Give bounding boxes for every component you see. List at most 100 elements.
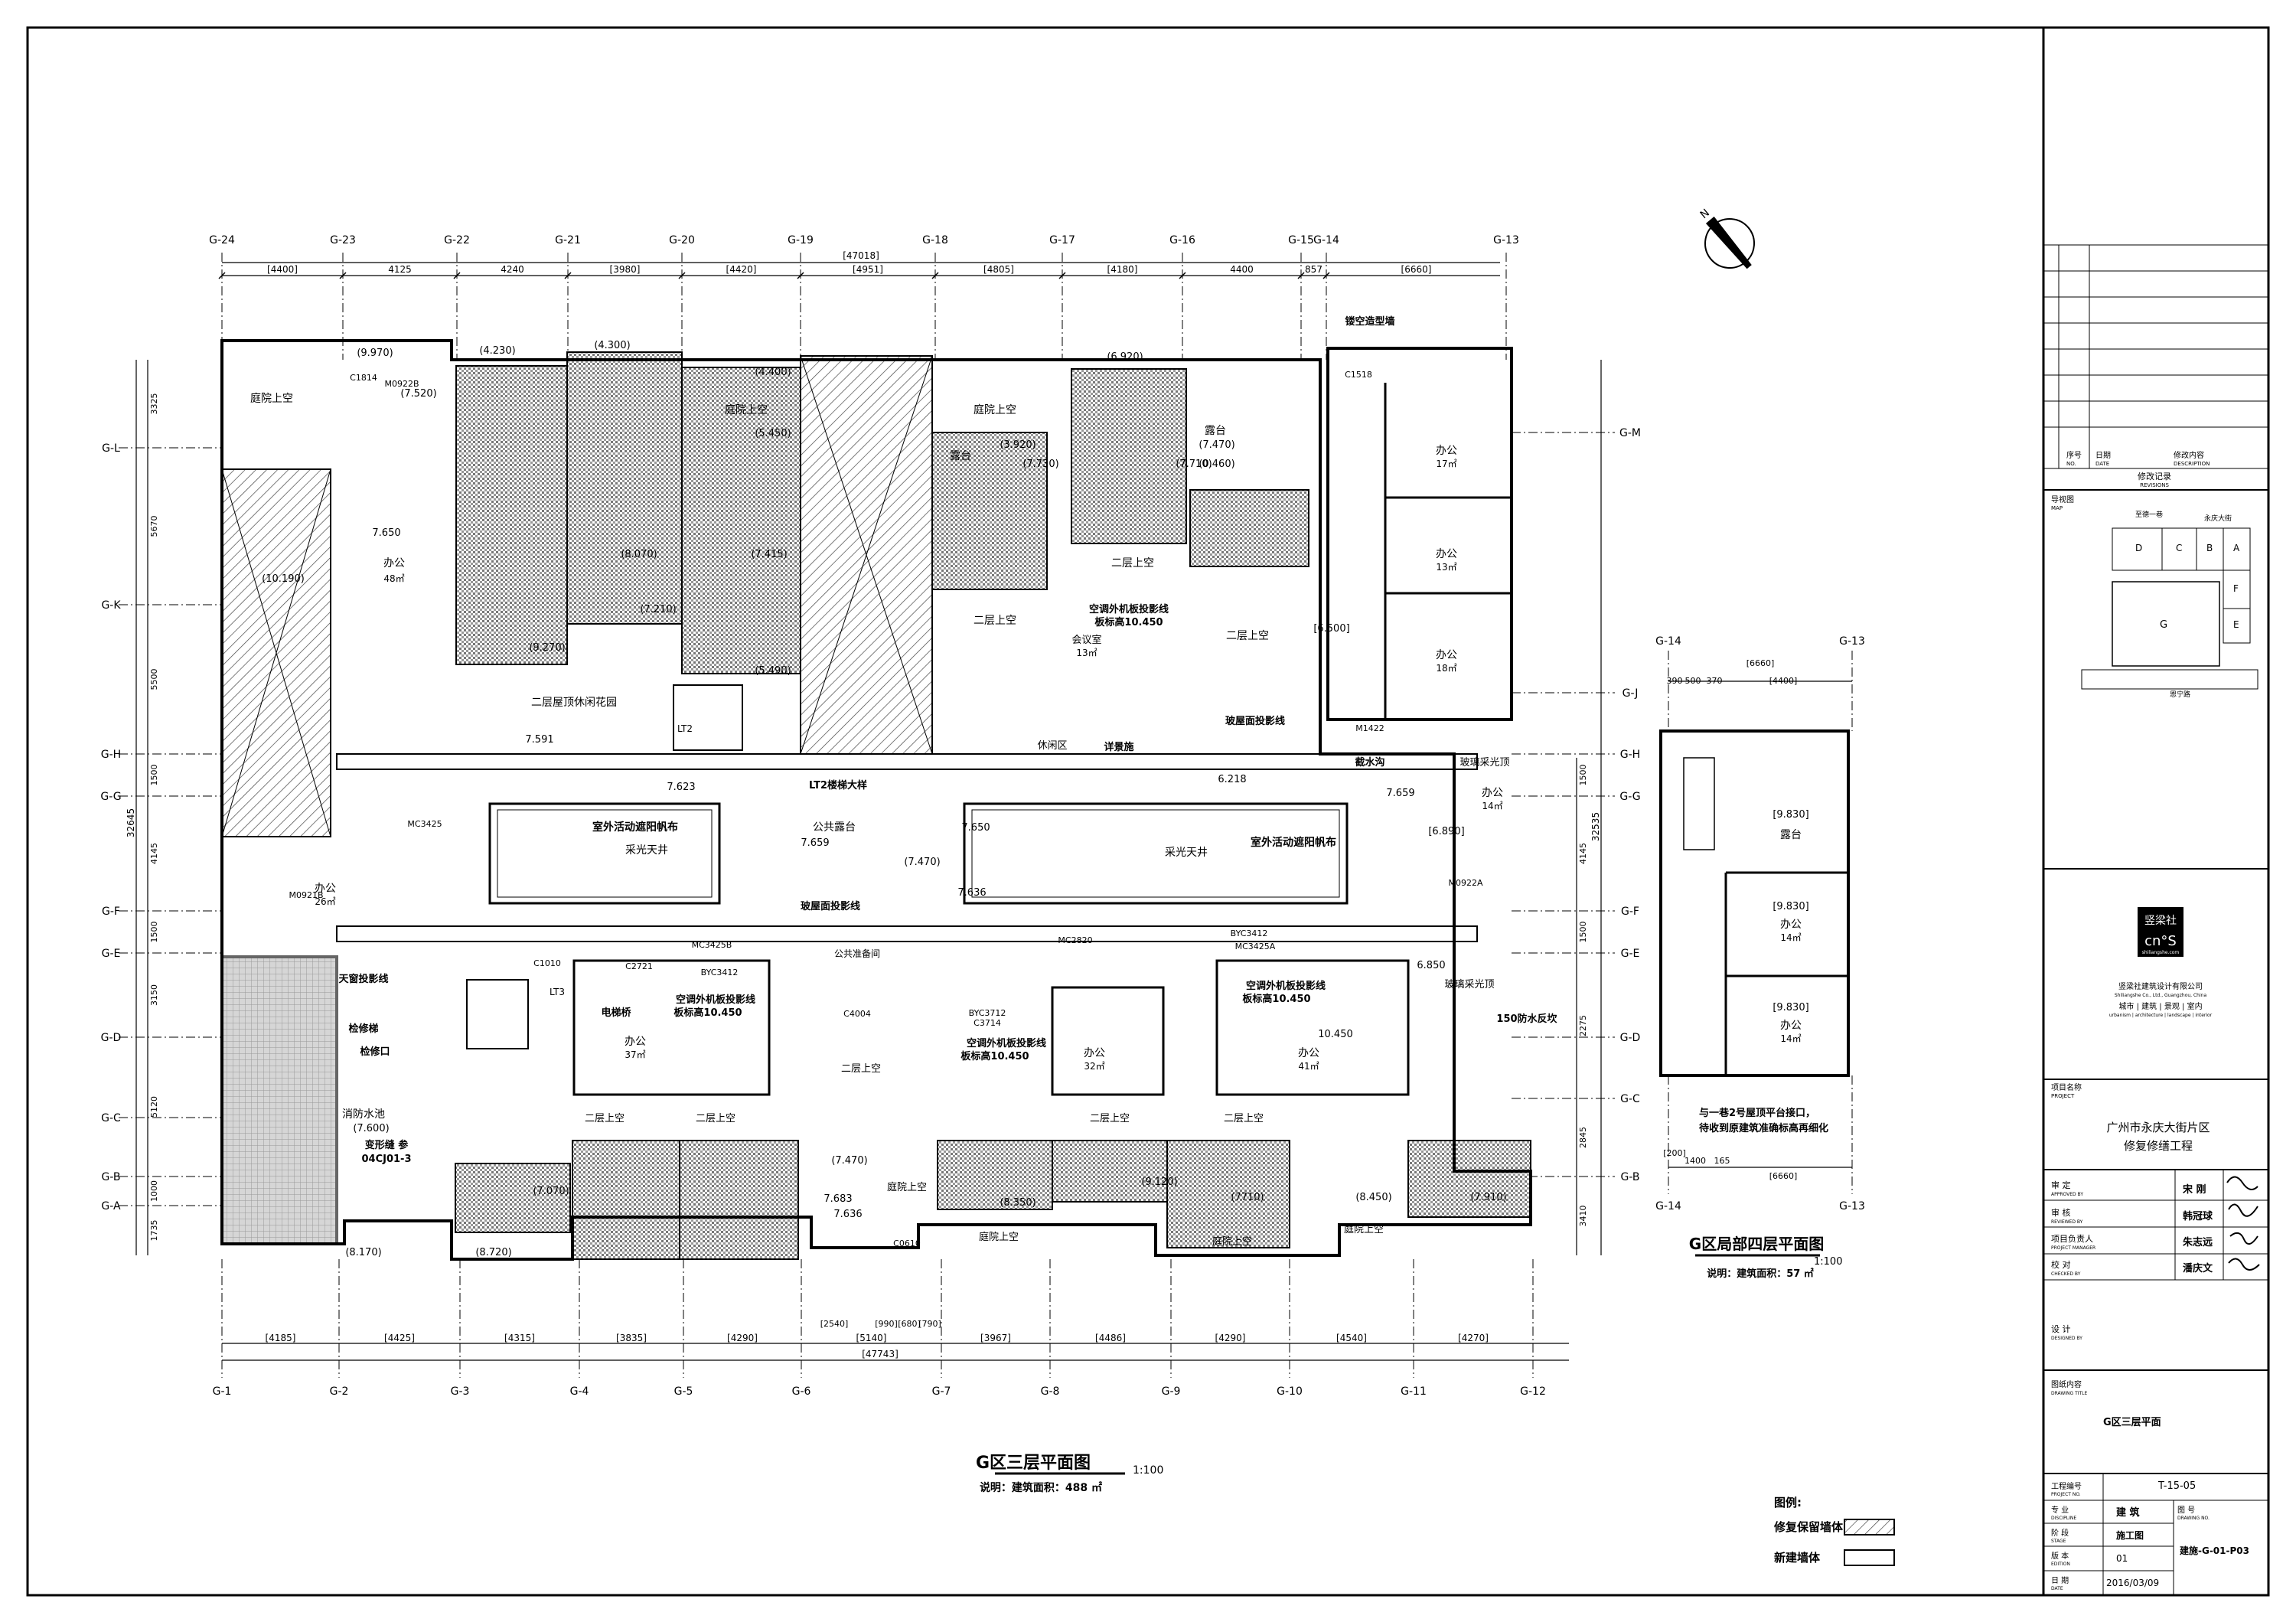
left-dim-value: 1500: [149, 765, 159, 786]
sub-stair: [1683, 757, 1715, 850]
bottom-dim-value: [4185]: [266, 1333, 296, 1343]
dim-tick: [1297, 272, 1305, 279]
approved-label-en: APPROVED BY: [2051, 1192, 2083, 1197]
room-joint-ref: 04CJ01-3: [362, 1154, 412, 1165]
room-second-void-s5: 二层上空: [841, 1063, 881, 1075]
grid-label-right: G-E: [1621, 948, 1640, 960]
room-detail-label: 详景施: [1104, 741, 1133, 753]
room-deformation-joint: 变形缝 参: [365, 1139, 409, 1151]
elevation-value: (10.190): [262, 573, 305, 585]
grid-label-left: G-K: [101, 599, 121, 612]
right-dim-value: 4145: [1578, 843, 1588, 864]
map-block-a-label: A: [2233, 543, 2240, 553]
reviewed-label-en: REVIEWED BY: [2051, 1219, 2083, 1225]
dim-tick: [564, 272, 572, 279]
elevation-value: 7.636: [957, 887, 986, 899]
top-dim-value: 4125: [388, 264, 412, 275]
sub-note-2: 待收到原建筑准确标高再细化: [1698, 1122, 1828, 1134]
rev-col-3: 修改内容: [2174, 450, 2204, 460]
rev-col-3-en: DESCRIPTION: [2174, 461, 2210, 467]
room-second-void-s4: 二层上空: [1224, 1113, 1264, 1124]
dim-tick: [797, 272, 804, 279]
map-block-d-label: D: [2135, 543, 2142, 553]
room-lt2: LT2: [677, 723, 693, 734]
company-services-en: urbanism | architecture | landscape | in…: [2109, 1013, 2213, 1018]
elevation-value: [6.890]: [1428, 826, 1464, 837]
elevation-value: (7.070): [533, 1186, 569, 1197]
elevation-value: (9.270): [529, 642, 565, 654]
project-label: 项目名称: [2051, 1082, 2082, 1092]
skylight-east-inner: [971, 809, 1340, 898]
map-heading: 导视图: [2051, 494, 2074, 504]
room-terrace-ne: 露台: [1205, 425, 1226, 437]
room-ac-projection-4: 空调外机板投影线: [1246, 980, 1326, 992]
sub-bottom-dim-value: [200]: [1663, 1148, 1686, 1158]
elevation-value: 6.218: [1218, 774, 1246, 785]
top-dim-value: 4400: [1230, 264, 1254, 275]
room-glass-roof-projection: 玻屋面投影线: [801, 900, 860, 912]
left-dim-value: 5500: [149, 669, 159, 690]
signature-scribble: [2226, 1176, 2260, 1271]
main-plan-note: 说明：建筑面积：488 ㎡: [980, 1481, 1102, 1494]
left-dim-value: 5120: [149, 1096, 159, 1118]
sub-bottom-dim-value: [6660]: [1769, 1171, 1798, 1181]
roof-tile-7: [572, 1140, 680, 1260]
grid-label-left: G-E: [102, 948, 121, 960]
bottom-dim-value: [3835]: [616, 1333, 647, 1343]
skylight-east: [963, 802, 1349, 905]
left-dim-value: 3150: [149, 984, 159, 1006]
top-dim-value: [4951]: [853, 264, 883, 275]
grid-label-right: G-J: [1623, 687, 1639, 700]
elevation-value: 7.659: [801, 837, 829, 849]
project-name-2: 修复修缮工程: [2124, 1139, 2193, 1153]
grid-label-left: G-G: [100, 791, 121, 803]
grid-label-top: G-13: [1493, 234, 1519, 246]
door-tag: C1010: [533, 958, 561, 968]
grid-label-right: G-M: [1619, 427, 1641, 439]
revision-table: [2043, 244, 2268, 469]
room-maintenance-ladder: 检修梯: [348, 1023, 378, 1035]
door-tag: C2721: [625, 961, 653, 971]
sub-plan-scale: 1:100: [1814, 1256, 1842, 1268]
legend-swatch-new: [1844, 1549, 1895, 1566]
roof-tile-2: [566, 351, 683, 625]
door-tag: MC3425A: [1235, 942, 1276, 951]
legend-label-retained: 修复保留墙体: [1773, 1520, 1844, 1534]
roof-tile-11: [1166, 1140, 1290, 1248]
top-overall-dim: [47018]: [843, 250, 879, 261]
room-ac-level-4: 板标高10.450: [1242, 993, 1310, 1005]
map-frame: [2082, 498, 2258, 827]
sw-block: [220, 955, 338, 1245]
drawing-no-label: 图 号: [2177, 1506, 2195, 1515]
reviewed-label: 审 核: [2051, 1207, 2071, 1218]
left-overall-dim: 32645: [126, 808, 136, 837]
room-second-void-s2: 二层上空: [696, 1113, 735, 1124]
room-office-18-area: 18㎡: [1436, 663, 1456, 674]
grid-label-left: G-F: [102, 906, 120, 918]
elevation-value: (3.920): [1000, 439, 1035, 451]
top-dim-value: 4240: [501, 264, 524, 275]
room-sunshade-w: 室外活动遮阳帆布: [592, 821, 678, 834]
sub-terrace: 露台: [1780, 829, 1802, 841]
left-grid-axes: G-LG-KG-HG-GG-FG-EG-DG-CG-BG-A: [100, 442, 222, 1212]
project-no-value: T-15-05: [2157, 1480, 2196, 1492]
sub-plan-title: G区局部四层平面图: [1689, 1235, 1824, 1253]
sub-office-b-level: [9.830]: [1773, 1002, 1808, 1013]
project-label-en: PROJECT: [2051, 1093, 2075, 1099]
bottom-dim-value: [4486]: [1095, 1333, 1126, 1343]
date-label-en: DATE: [2051, 1586, 2063, 1591]
bottom-dim-value: [3967]: [980, 1333, 1011, 1343]
elevation-value: (4.230): [479, 345, 515, 357]
room-second-void-3: 二层上空: [1226, 630, 1269, 642]
elevation-value: (5.450): [755, 428, 791, 439]
map-block-g-label: G: [2160, 619, 2167, 631]
grid-label-bottom: G-12: [1520, 1385, 1546, 1398]
bottom-dim-value: [4290]: [727, 1333, 758, 1343]
sub-top-dim-value: [4400]: [1769, 676, 1798, 686]
edition-value: 01: [2116, 1553, 2128, 1564]
roof-tile-6: [1189, 489, 1309, 567]
roof-tile-5: [1071, 368, 1187, 544]
